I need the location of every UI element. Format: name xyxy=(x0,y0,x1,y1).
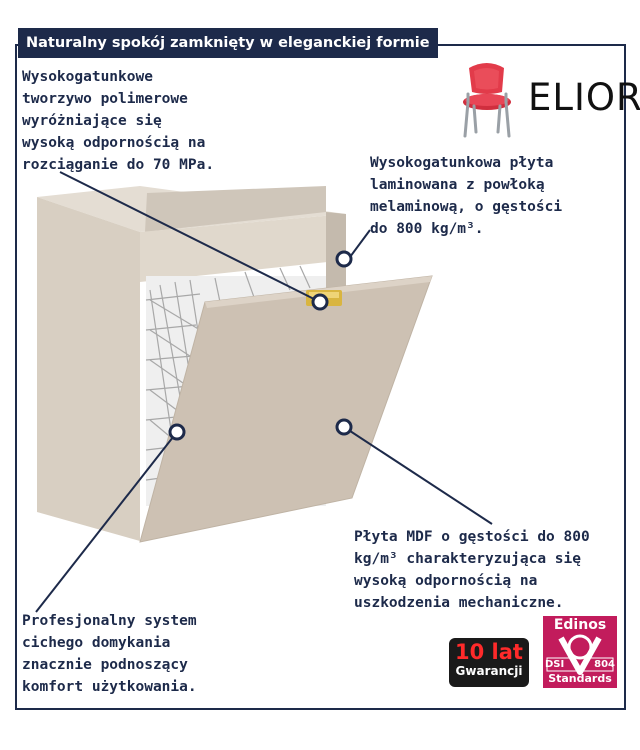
check-v-icon xyxy=(546,634,614,675)
edinos-title: Edinos xyxy=(553,617,607,633)
marker-soft-close xyxy=(168,423,186,441)
cabinet-side-panel xyxy=(37,197,140,541)
marker-laminate xyxy=(335,250,353,268)
brand-name: ELIOR xyxy=(528,76,640,119)
warranty-label: Gwarancji xyxy=(455,664,523,678)
callout-mdf: Płyta MDF o gęstości do 800 kg/m³ charak… xyxy=(354,529,590,611)
callout-soft-close: Profesjonalny system cichego domykania z… xyxy=(22,613,197,695)
brand-logo xyxy=(452,58,622,138)
tilt-out-front xyxy=(139,275,433,543)
callout-laminate: Wysokogatunkowa płyta laminowana z powło… xyxy=(370,155,563,237)
edinos-code-right: 804 xyxy=(594,659,615,670)
edinos-label: Standards xyxy=(548,672,612,685)
chair-icon xyxy=(463,63,511,138)
page-title: Naturalny spokój zamknięty w eleganckiej… xyxy=(18,28,438,58)
callout-polymer: Wysokogatunkowe tworzywo polimerowe wyró… xyxy=(22,69,215,173)
page-title-text: Naturalny spokój zamknięty w eleganckiej… xyxy=(26,35,430,51)
edinos-code-left: DSI xyxy=(545,659,565,670)
marker-polymer xyxy=(311,293,329,311)
warranty-years: 10 lat xyxy=(455,640,523,664)
edinos-badge: Edinos DSI 804 Standards xyxy=(543,616,617,688)
warranty-badge: 10 lat Gwarancji xyxy=(449,638,529,687)
marker-mdf xyxy=(335,418,353,436)
cabinet-front-rail xyxy=(140,214,346,282)
